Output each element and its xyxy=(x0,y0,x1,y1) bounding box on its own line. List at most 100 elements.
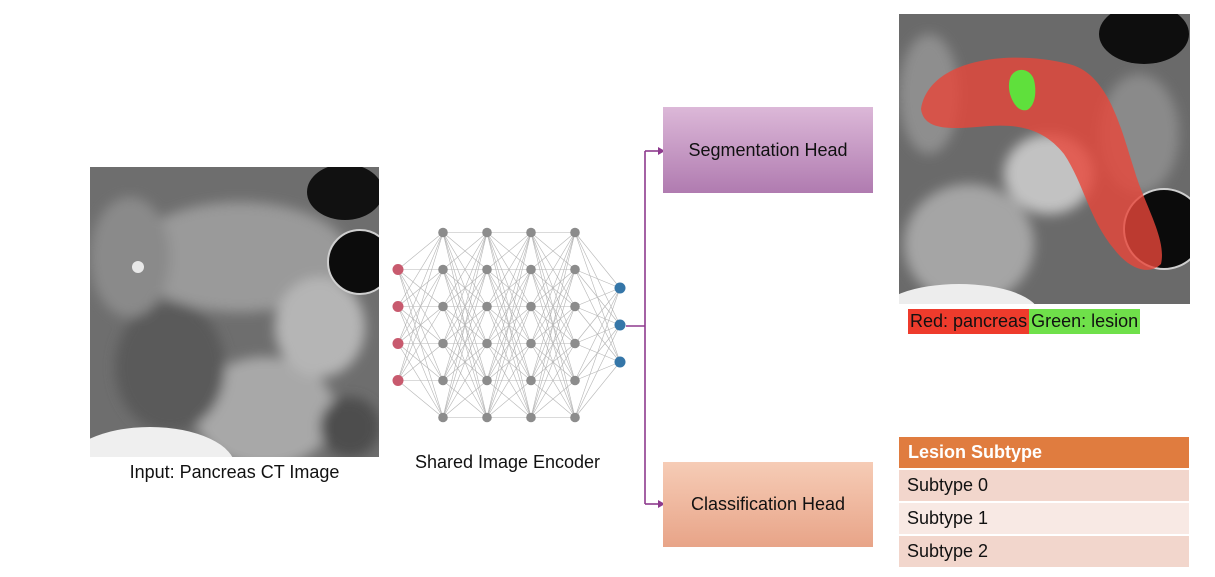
encoder-connection xyxy=(442,343,488,418)
encoder-connection xyxy=(442,269,488,418)
lesion-subtype-table: Lesion Subtype Subtype 0 Subtype 1 Subty… xyxy=(899,437,1189,567)
legend-pancreas: Red: pancreas xyxy=(908,309,1030,334)
pancreas-overlay xyxy=(921,57,1162,270)
input-ct-image-drawing xyxy=(90,167,379,457)
branch-arrow-lines xyxy=(626,150,658,505)
encoder-output-node xyxy=(614,282,626,294)
encoder-connection xyxy=(530,232,576,381)
encoder-hidden-node xyxy=(570,264,580,275)
encoder-hidden-node xyxy=(526,227,536,238)
encoder-connection xyxy=(397,232,444,344)
segmentation-head-label: Segmentation Head xyxy=(688,139,848,160)
encoder-connection xyxy=(442,232,488,344)
encoder-connections xyxy=(397,232,621,418)
encoder-hidden-node xyxy=(526,412,536,423)
encoder-connection xyxy=(486,232,532,270)
classification-head-label: Classification Head xyxy=(690,494,846,514)
encoder-connection xyxy=(442,306,488,418)
encoder-connection xyxy=(397,380,444,418)
encoder-hidden-node xyxy=(482,375,492,386)
encoder-caption: Shared Image Encoder xyxy=(414,452,601,472)
encoder-connection xyxy=(397,269,444,381)
encoder-connection xyxy=(530,306,576,418)
table-row: Subtype 0 xyxy=(899,468,1189,501)
table-row: Subtype 1 xyxy=(899,501,1189,534)
encoder-hidden-node xyxy=(438,264,448,275)
encoder-connection xyxy=(574,361,621,418)
encoder-connection xyxy=(574,287,621,381)
truncated-top-caption xyxy=(0,0,1215,7)
encoder-connection xyxy=(530,232,576,270)
encoder-connection xyxy=(574,232,621,289)
encoder-connection xyxy=(442,380,488,418)
encoder-hidden-node xyxy=(526,301,536,312)
encoder-hidden-node xyxy=(526,338,536,349)
encoder-connection xyxy=(442,232,488,307)
encoder-hidden-node xyxy=(438,227,448,238)
encoder-connection xyxy=(530,232,576,418)
encoder-hidden-node xyxy=(438,412,448,423)
segmentation-output-image xyxy=(899,14,1190,304)
arrow-head-to-classification xyxy=(658,500,665,508)
encoder-connection xyxy=(530,343,576,418)
lesion-overlay xyxy=(1008,69,1036,111)
encoder-connection xyxy=(530,232,576,344)
encoder-connection xyxy=(397,306,444,381)
encoder-connection xyxy=(574,287,621,344)
encoder-hidden-node xyxy=(438,301,448,312)
segmentation-output-drawing xyxy=(899,14,1190,304)
encoder-connection xyxy=(574,287,621,418)
encoder-hidden-node xyxy=(526,264,536,275)
encoder-connection xyxy=(397,232,444,270)
encoder-hidden-node xyxy=(526,375,536,386)
encoder-connection xyxy=(486,232,532,307)
shared-encoder-network xyxy=(392,227,626,423)
encoder-connection xyxy=(530,232,576,307)
encoder-hidden-node xyxy=(482,227,492,238)
table-row: Subtype 2 xyxy=(899,534,1189,567)
encoder-hidden-node xyxy=(438,375,448,386)
encoder-input-node xyxy=(392,301,404,312)
encoder-connection xyxy=(486,380,532,418)
encoder-hidden-node xyxy=(482,412,492,423)
encoder-input-node xyxy=(392,338,404,349)
encoder-input-node xyxy=(392,264,404,275)
encoder-connection xyxy=(397,232,444,307)
encoder-output-node xyxy=(614,319,626,331)
encoder-hidden-node xyxy=(570,412,580,423)
input-caption: Input: Pancreas CT Image xyxy=(129,462,340,482)
encoder-hidden-node xyxy=(438,338,448,349)
encoder-connection xyxy=(486,232,532,381)
encoder-connection xyxy=(486,343,532,418)
encoder-hidden-node xyxy=(482,301,492,312)
encoder-connection xyxy=(442,232,488,418)
encoder-hidden-node xyxy=(570,375,580,386)
encoder-connection xyxy=(486,306,532,418)
encoder-connection xyxy=(574,324,621,418)
encoder-output-node xyxy=(614,356,626,368)
encoder-connection xyxy=(397,232,444,381)
classification-head-box: Classification Head xyxy=(663,462,873,547)
encoder-input-node xyxy=(392,375,404,386)
legend-lesion: Green: lesion xyxy=(1029,309,1141,334)
encoder-connection xyxy=(530,380,576,418)
segmentation-legend: Red: pancreas Green: lesion xyxy=(908,309,1141,334)
table-header: Lesion Subtype xyxy=(899,437,1189,468)
segmentation-head-box: Segmentation Head xyxy=(663,107,873,193)
input-ct-image xyxy=(90,167,379,457)
encoder-hidden-node xyxy=(570,338,580,349)
encoder-connection xyxy=(397,343,444,381)
encoder-connection xyxy=(530,269,576,418)
encoder-hidden-node xyxy=(482,338,492,349)
encoder-connection xyxy=(486,269,532,418)
encoder-connection xyxy=(486,232,532,344)
encoder-hidden-node xyxy=(570,301,580,312)
encoder-connection xyxy=(574,269,621,289)
encoder-connection xyxy=(442,232,488,270)
encoder-hidden-node xyxy=(482,264,492,275)
branch-arrows xyxy=(626,147,665,508)
encoder-connection xyxy=(486,232,532,418)
encoder-hidden-node xyxy=(570,227,580,238)
encoder-connection xyxy=(574,287,621,307)
arrow-head-to-segmentation xyxy=(658,147,665,155)
